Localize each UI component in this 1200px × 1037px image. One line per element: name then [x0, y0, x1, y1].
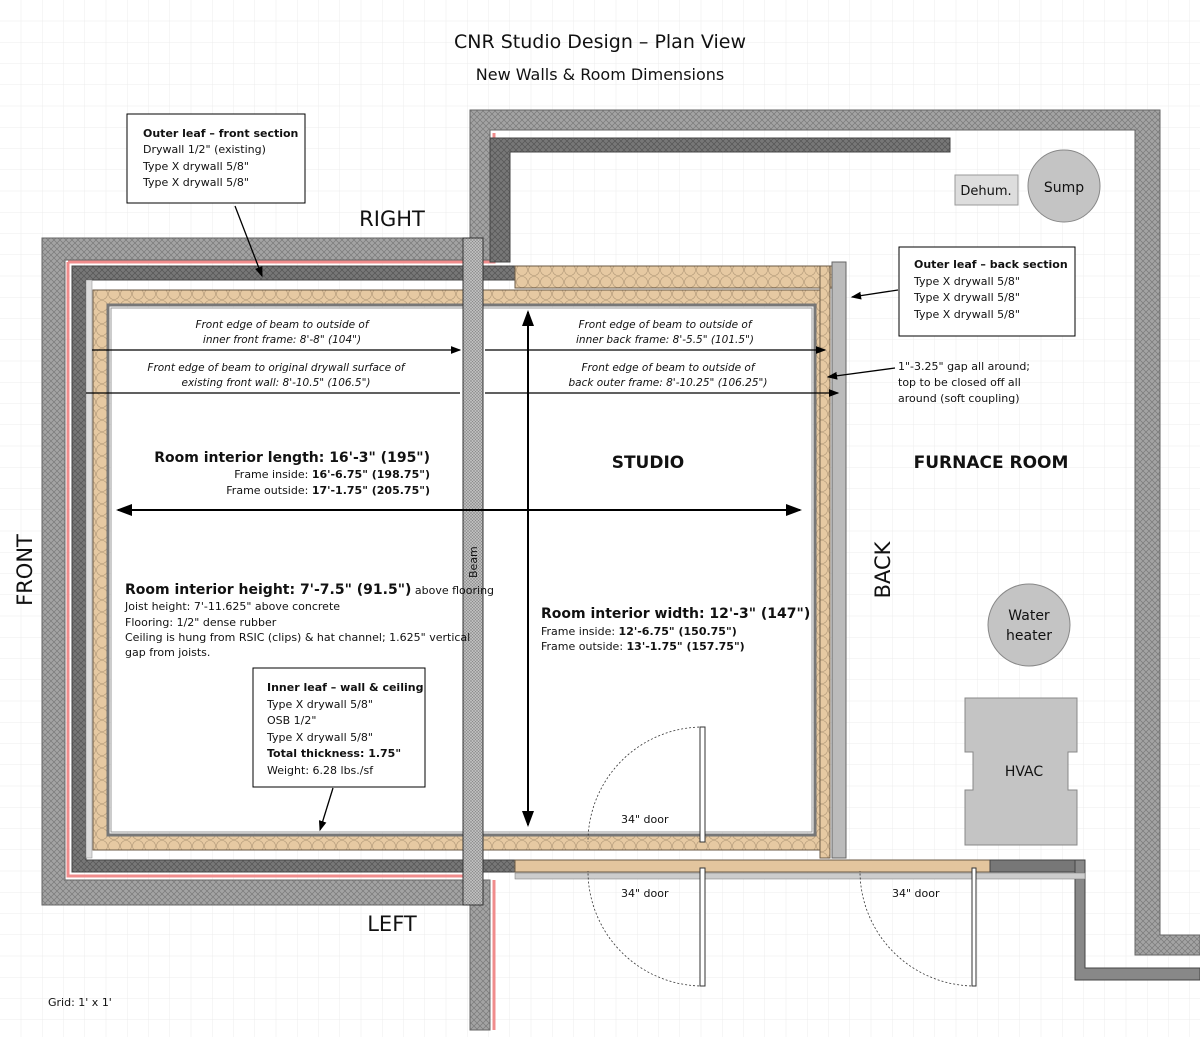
front-outer-leaf [71, 137, 951, 873]
svg-text:Type X drywall 5/8": Type X drywall 5/8" [266, 698, 373, 711]
page-subtitle: New Walls & Room Dimensions [476, 65, 725, 84]
door-label: 34" door [892, 887, 940, 900]
water-heater-label: Water [1008, 608, 1050, 624]
svg-text:Joist height: 7'-11.625" above: Joist height: 7'-11.625" above concrete [124, 600, 340, 613]
svg-text:Type X drywall 5/8": Type X drywall 5/8" [913, 275, 1020, 288]
svg-text:around (soft coupling): around (soft coupling) [898, 392, 1020, 405]
callout-front-outer: Outer leaf – front section Drywall 1/2" … [126, 113, 306, 204]
width-outside: Frame outside: 13'-1.75" (157.75") [541, 640, 745, 653]
svg-text:Type X drywall 5/8": Type X drywall 5/8" [142, 176, 249, 189]
svg-text:Type X drywall 5/8": Type X drywall 5/8" [266, 731, 373, 744]
svg-text:Ceiling is hung from RSIC (cli: Ceiling is hung from RSIC (clips) & hat … [125, 631, 470, 644]
callout-back-outer: Outer leaf – back section Type X drywall… [898, 246, 1076, 337]
door-leaf [971, 867, 977, 987]
inner-leaf-frame [92, 261, 1200, 981]
svg-text:gap from joists.: gap from joists. [125, 646, 210, 659]
dim-back-inner: Front edge of beam to outside of [578, 319, 753, 331]
length-title: Room interior length: 16'-3" (195") [154, 450, 430, 466]
door-label: 34" door [621, 813, 669, 826]
side-back-label: BACK [871, 540, 895, 598]
svg-text:Type X drywall 5/8": Type X drywall 5/8" [142, 160, 249, 173]
width-inside: Frame inside: 12'-6.75" (150.75") [541, 625, 737, 638]
svg-text:inner front frame: 8'-8" (104": inner front frame: 8'-8" (104") [203, 334, 361, 346]
svg-text:Inner leaf – wall & ceiling: Inner leaf – wall & ceiling [267, 681, 423, 694]
door-leaf [699, 726, 706, 843]
svg-text:OSB 1/2": OSB 1/2" [267, 714, 316, 727]
svg-text:Total thickness: 1.75": Total thickness: 1.75" [267, 747, 401, 760]
furnace-room-label: FURNACE ROOM [914, 453, 1069, 473]
svg-text:Outer leaf – front section: Outer leaf – front section [143, 127, 298, 140]
side-front-label: FRONT [13, 534, 37, 606]
svg-text:existing front wall: 8'-10.5": existing front wall: 8'-10.5" (106.5") [181, 377, 370, 389]
height-title: Room interior height: 7'-7.5" (91.5") ab… [125, 582, 494, 598]
gap-note: 1"-3.25" gap all around; [898, 360, 1030, 373]
beam: Beam [462, 237, 484, 906]
hvac-label: HVAC [1005, 764, 1044, 780]
doors [587, 726, 976, 987]
length-outside: Frame outside: 17'-1.75" (205.75") [226, 484, 430, 497]
svg-text:inner back frame: 8'-5.5" (101: inner back frame: 8'-5.5" (101.5") [576, 334, 754, 346]
beam-label: Beam [467, 546, 480, 578]
door-leaf [699, 867, 706, 987]
svg-text:Outer leaf – back section: Outer leaf – back section [914, 258, 1068, 271]
existing-concrete-walls [41, 109, 1200, 1031]
side-right-label: RIGHT [359, 207, 425, 231]
svg-text:Drywall 1/2" (existing): Drywall 1/2" (existing) [143, 143, 266, 156]
width-title: Room interior width: 12'-3" (147") [541, 606, 810, 622]
svg-text:back outer frame: 8'-10.25" (1: back outer frame: 8'-10.25" (106.25") [569, 377, 768, 389]
dim-front-drywall: Front edge of beam to original drywall s… [147, 362, 406, 374]
dimension-lines [86, 205, 899, 832]
grid-scale-label: Grid: 1' x 1' [48, 996, 112, 1009]
sump-label: Sump [1044, 180, 1084, 196]
svg-text:Weight: 6.28 lbs./sf: Weight: 6.28 lbs./sf [267, 764, 374, 777]
page-title: CNR Studio Design – Plan View [454, 31, 746, 53]
callout-inner-leaf: Inner leaf – wall & ceiling Type X drywa… [252, 667, 426, 788]
dehumidifier-label: Dehum. [960, 184, 1011, 199]
svg-text:Flooring: 1/2" dense rubber: Flooring: 1/2" dense rubber [125, 616, 277, 629]
length-inside: Frame inside: 16'-6.75" (198.75") [234, 468, 430, 481]
dim-back-outer: Front edge of beam to outside of [581, 362, 756, 374]
door-label: 34" door [621, 887, 669, 900]
svg-text:heater: heater [1006, 628, 1052, 644]
svg-text:Type X drywall 5/8": Type X drywall 5/8" [913, 291, 1020, 304]
side-left-label: LEFT [367, 912, 417, 936]
studio-label: STUDIO [612, 453, 685, 473]
equipment: Dehum. Sump Water heater HVAC [954, 149, 1101, 846]
svg-text:Type X drywall 5/8": Type X drywall 5/8" [913, 308, 1020, 321]
svg-text:top to be closed off all: top to be closed off all [898, 376, 1021, 389]
dim-front-inner: Front edge of beam to outside of [195, 319, 370, 331]
